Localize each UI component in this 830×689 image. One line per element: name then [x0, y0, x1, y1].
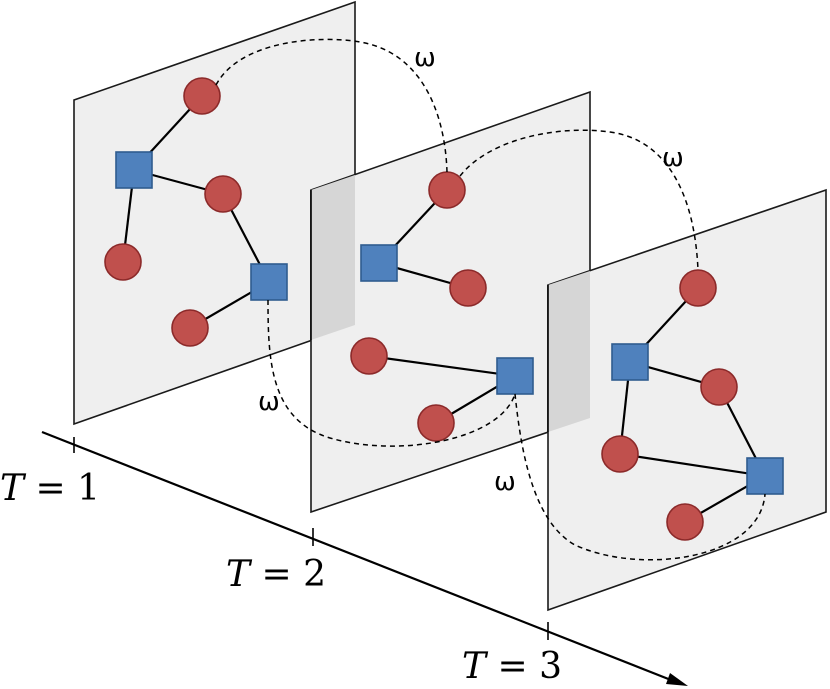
layer-overlap-shade [311, 175, 355, 340]
square-node [496, 357, 534, 395]
edge [619, 452, 766, 478]
time-axis [41, 430, 688, 686]
coupling-edge [215, 38, 448, 173]
layer-1 [73, 0, 356, 426]
layer-overlap-shade [548, 271, 590, 432]
coupling-edge [514, 393, 766, 561]
coupling-edge [267, 299, 516, 447]
circle-node [449, 269, 487, 307]
coupling-label: ω [662, 143, 684, 173]
square-node [250, 263, 288, 301]
time-label-3: T = 3 [462, 646, 562, 687]
circle-node [104, 243, 142, 281]
circle-node [183, 77, 221, 115]
interlayer-couplings: ω ω ω ω [215, 38, 766, 561]
coupling-label: ω [414, 43, 436, 73]
layer-3 [547, 188, 827, 612]
square-node [360, 244, 398, 282]
time-label-1: T = 1 [0, 468, 100, 509]
circle-node [428, 171, 466, 209]
layer-2 [310, 90, 591, 514]
square-node [746, 457, 784, 495]
edge [368, 354, 516, 378]
circle-node [350, 337, 388, 375]
square-node [115, 151, 153, 189]
circle-node [204, 175, 242, 213]
circle-node [666, 503, 704, 541]
square-node [611, 343, 649, 381]
circle-node [417, 404, 455, 442]
time-labels: T = 1 T = 2 T = 3 [0, 468, 562, 687]
time-label-2: T = 2 [226, 554, 326, 595]
coupling-edge [459, 129, 699, 271]
coupling-label: ω [494, 467, 516, 497]
circle-node [171, 309, 209, 347]
coupling-label: ω [258, 387, 280, 417]
circle-node [679, 269, 717, 307]
time-axis-arrowhead [666, 673, 688, 686]
circle-node [700, 368, 738, 406]
circle-node [601, 435, 639, 473]
time-axis-line [41, 430, 677, 684]
layer-3-plane [547, 188, 827, 612]
